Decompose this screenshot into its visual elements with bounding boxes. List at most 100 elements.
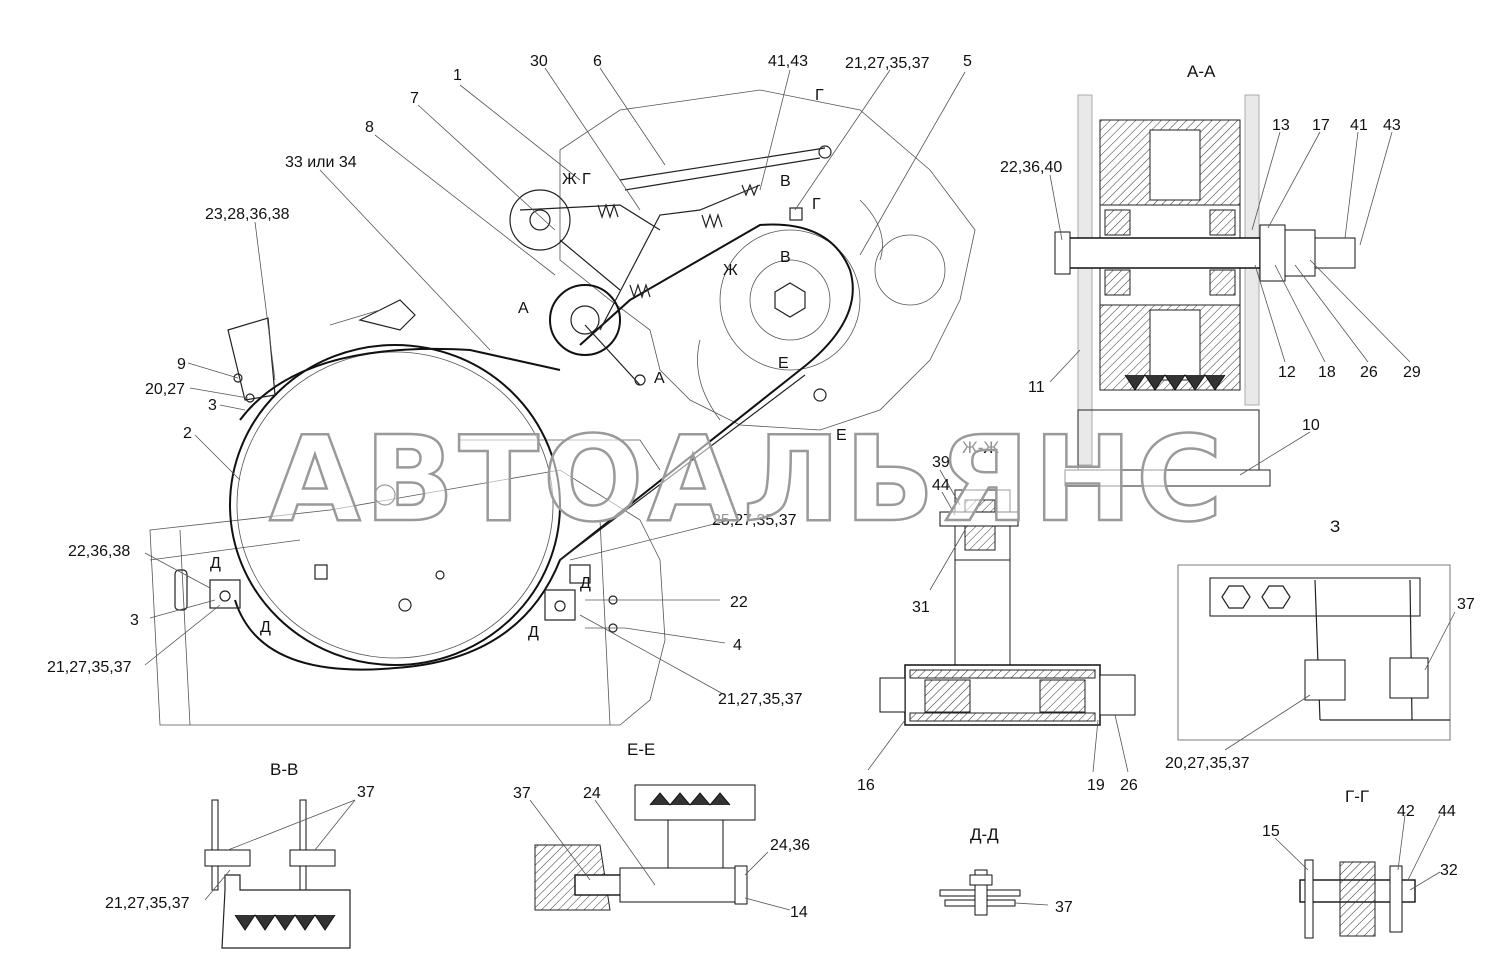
main-leaders: [144, 67, 966, 696]
bolt: [233, 373, 243, 383]
gg-bushing: [1339, 861, 1376, 937]
gg-leaders: [1274, 814, 1441, 891]
zh-label-16: 16: [857, 777, 875, 794]
label-23-28-36-38: 23,28,36,38: [205, 206, 290, 223]
zh-leaders: [867, 469, 1129, 773]
aa-label-17: 17: [1312, 117, 1330, 134]
label-5: 5: [963, 53, 972, 70]
z-plate: [1209, 577, 1421, 617]
zh-bearing: [1039, 679, 1086, 713]
tension-arms: [519, 184, 761, 386]
vv-plate: [211, 799, 219, 891]
vv-plate: [299, 799, 307, 891]
zh-label-39: 39: [932, 454, 950, 471]
belt-upper: [239, 347, 561, 421]
spring: [597, 203, 619, 219]
mount-upper: [569, 564, 591, 584]
large-pulley: [229, 344, 561, 666]
rod-end: [818, 145, 832, 159]
cut-mark-g1: Г: [582, 171, 591, 188]
aa-label-12: 12: [1278, 364, 1296, 381]
aa-bolt-head: [1054, 231, 1071, 275]
label-7: 7: [410, 90, 419, 107]
spring: [701, 213, 723, 229]
pulley-hole: [398, 598, 412, 612]
label-22-36-38: 22,36,38: [68, 543, 130, 560]
cut-mark-v2: В: [780, 249, 791, 266]
engine-pulley-outer: [719, 229, 861, 371]
cab-line: [149, 539, 301, 561]
section-title-zhzh: Ж-Ж: [962, 438, 999, 457]
zh-label-26: 26: [1120, 777, 1138, 794]
dd-leaders: [1014, 902, 1049, 906]
label-25: 25,27,35,37: [712, 512, 797, 529]
label-6: 6: [593, 53, 602, 70]
section-dd: [939, 869, 1021, 916]
mount-bolt: [219, 590, 231, 602]
cut-mark-d2: Д: [260, 619, 271, 636]
vv-base: [221, 874, 351, 949]
ee-label-24: 24: [583, 785, 601, 802]
vv-leaders: [204, 799, 356, 901]
ee-spacer: [667, 819, 724, 869]
section-z: [1177, 564, 1451, 741]
arm-end: [634, 374, 646, 386]
ee-label-24-36: 24,36: [770, 837, 810, 854]
cut-mark-g2: Г: [815, 87, 824, 104]
ee-belt: [649, 792, 731, 806]
zh-label-44: 44: [932, 477, 950, 494]
label-3a: 3: [208, 397, 217, 414]
zh-arm: [954, 559, 1011, 666]
label-30: 30: [530, 53, 548, 70]
section-gg: [1299, 859, 1416, 939]
dd-label-37: 37: [1055, 899, 1073, 916]
aa-left-wall: [1077, 94, 1093, 466]
gg-label-44: 44: [1438, 803, 1456, 820]
alternator-circle: [874, 234, 946, 306]
z-bolt-stack: [1304, 659, 1346, 701]
gg-label-15: 15: [1262, 823, 1280, 840]
label-22: 22: [730, 594, 748, 611]
gg-plate: [1304, 859, 1314, 939]
section-title-dd: Д-Д: [970, 825, 999, 844]
spring: [629, 283, 651, 299]
z-bolt-stack: [1389, 657, 1429, 699]
aa-rod-10: [1064, 469, 1271, 487]
vv-belt: [234, 914, 336, 931]
bolt: [813, 388, 827, 402]
section-title-gg: Г-Г: [1345, 787, 1369, 806]
zh-nut: [1099, 674, 1136, 716]
large-pulley-rim: [236, 351, 554, 659]
label-20-27: 20,27: [145, 381, 185, 398]
zh-label-31: 31: [912, 599, 930, 616]
cut-mark-a2: А: [654, 370, 665, 387]
aa-label-13: 13: [1272, 117, 1290, 134]
main-view: [149, 89, 976, 726]
ee-label-37: 37: [513, 785, 531, 802]
ee-label-14: 14: [790, 904, 808, 921]
zh-bearing: [924, 679, 971, 713]
tension-rod-2: [624, 157, 821, 191]
spring: [741, 183, 759, 197]
vv-bolt: [204, 849, 251, 867]
zh-roller-bottom: [909, 712, 1096, 722]
label-9: 9: [177, 356, 186, 373]
cut-mark-zh2: Ж: [723, 262, 738, 279]
section-title-z: З: [1330, 517, 1340, 536]
cut-mark-d3: Д: [580, 575, 591, 592]
vv-label-21-27-35-37: 21,27,35,37: [105, 895, 190, 912]
section-title-vv: В-В: [270, 760, 298, 779]
section-vv: [204, 799, 351, 949]
cab-frame-lines: [179, 519, 611, 726]
belt-inner: [559, 374, 806, 561]
label-4: 4: [733, 637, 742, 654]
aa-bolt-end: [1314, 237, 1356, 269]
slot-lines: [585, 599, 625, 629]
ee-leaders: [529, 799, 791, 911]
aa-bearing: [1104, 209, 1131, 236]
label-41-43: 41,43: [768, 53, 808, 70]
zh-roller-top: [909, 669, 1096, 679]
z-leaders: [1224, 611, 1456, 751]
cut-mark-a1: А: [518, 300, 529, 317]
aa-leaders: [1049, 131, 1411, 476]
